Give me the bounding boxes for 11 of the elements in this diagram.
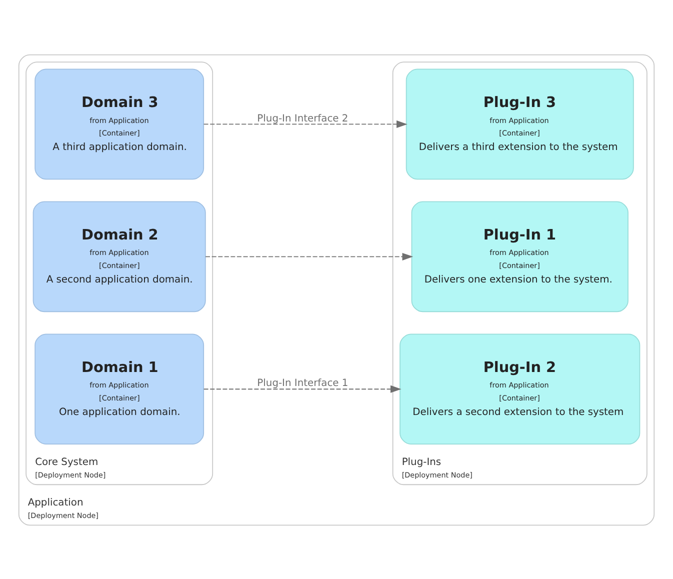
arrow <box>203 120 408 128</box>
edge-label: Plug-In Interface 2 <box>257 112 348 124</box>
edge-label: Plug-In Interface 1 <box>257 378 348 389</box>
node-box: Plug-In 3 from Application [Container] Delivers a third extension to the system <box>406 68 634 180</box>
arrow <box>205 252 414 260</box>
node-box: Domain 3 from Application [Container] A third application domain. <box>34 68 204 180</box>
node-box: Plug-In 1 from Application [Container] Delivers one extension to the system. <box>411 200 628 312</box>
arrow <box>203 384 402 392</box>
node-box: Domain 2 from Application [Container] A second application domain. <box>32 200 206 312</box>
node-box: Domain 1 from Application [Container] One application domain. <box>34 333 204 444</box>
node-box: Plug-In 2 from Application [Container] Delivers a second extension to the system <box>400 333 640 444</box>
